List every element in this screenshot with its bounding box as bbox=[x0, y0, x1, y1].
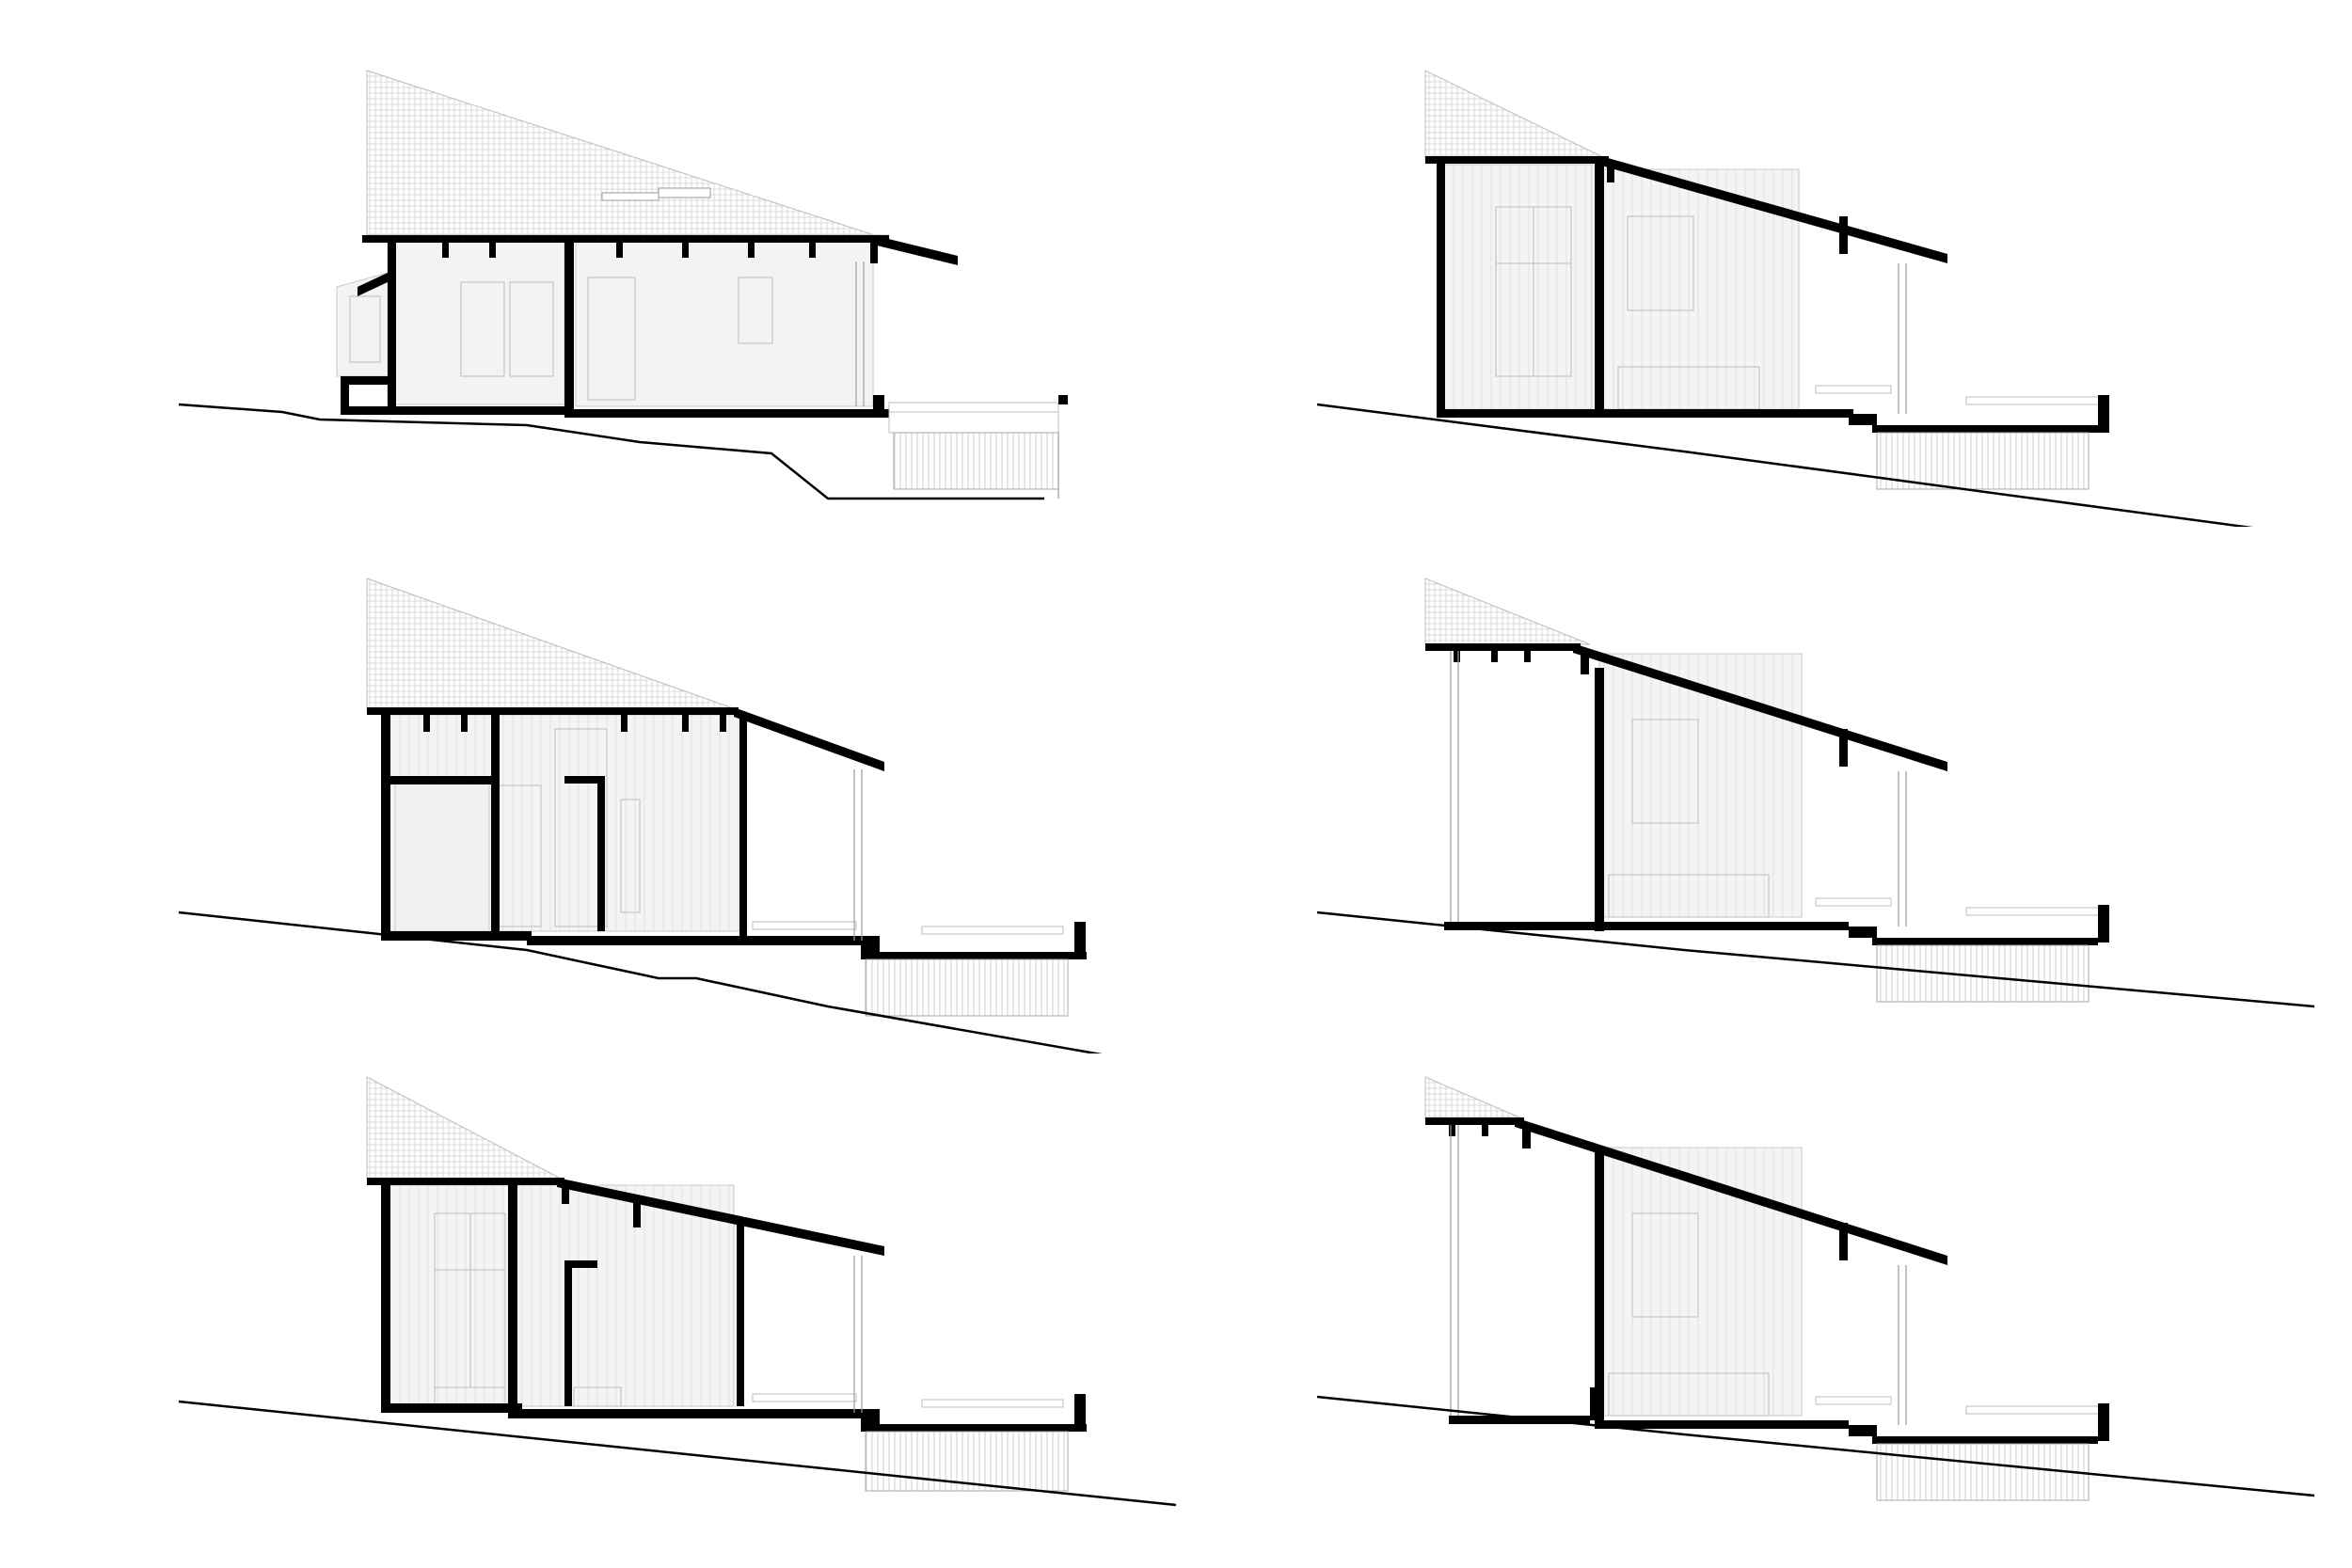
section-1 bbox=[169, 56, 1185, 527]
section-2 bbox=[1308, 56, 2324, 527]
section-3 bbox=[169, 564, 1185, 1053]
section-5 bbox=[169, 1063, 1185, 1552]
section-4 bbox=[1308, 564, 2324, 1053]
section-6 bbox=[1308, 1063, 2324, 1552]
